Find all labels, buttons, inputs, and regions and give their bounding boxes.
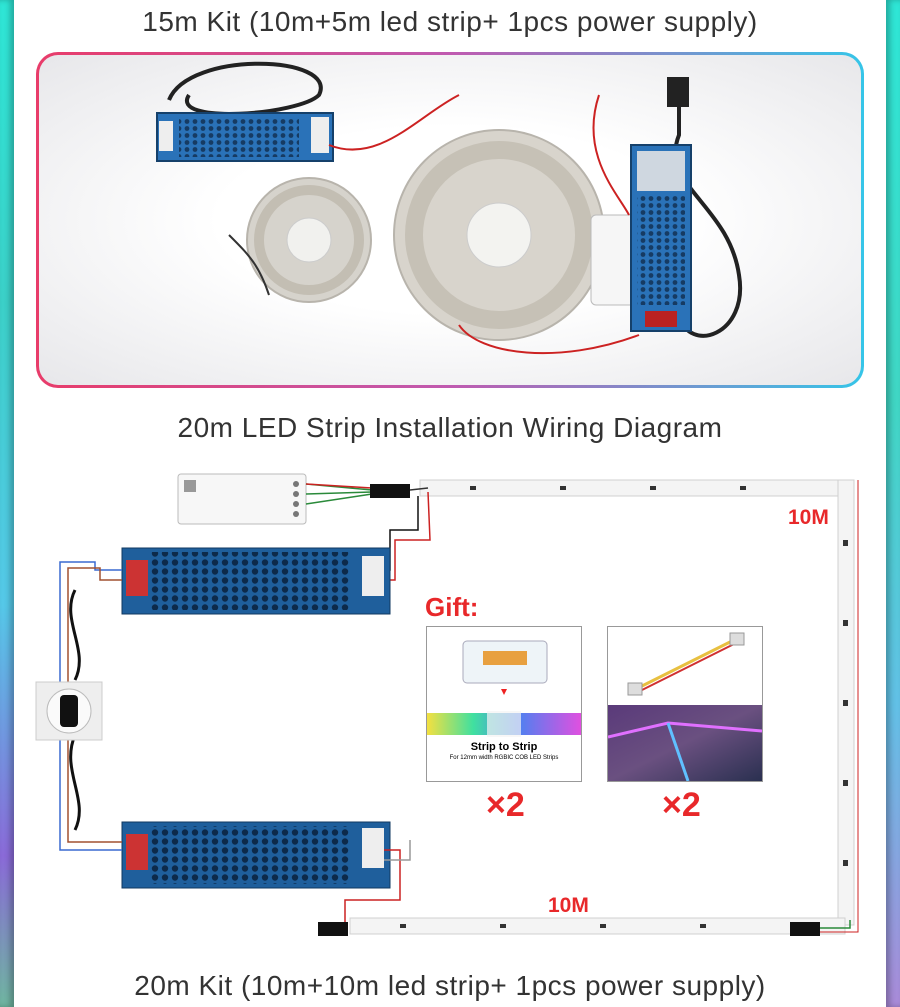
power-supply-photo-left — [156, 112, 334, 162]
left-decorative-border — [0, 0, 14, 1007]
controller — [177, 473, 307, 525]
length-label-top: 10M — [788, 506, 829, 529]
length-label-bottom: 10M — [548, 894, 589, 917]
kit-photo-frame — [36, 52, 864, 388]
power-supply-top — [121, 547, 391, 615]
gift-label: Gift: — [425, 592, 479, 622]
gift-card-extension-cable — [607, 626, 763, 782]
gift-card-strip-connector: Strip to Strip For 12mm width RGBIC COB … — [426, 626, 582, 782]
gift-quantity-2: ×2 — [662, 786, 701, 824]
gift-card-subtitle: For 12mm width RGBIC COB LED Strips — [449, 755, 559, 761]
bottom-title: 20m Kit (10m+10m led strip+ 1pcs power s… — [134, 970, 766, 1001]
wall-socket — [35, 681, 103, 741]
top-title: 15m Kit (10m+5m led strip+ 1pcs power su… — [142, 6, 758, 37]
gift-card-title: Strip to Strip — [470, 741, 538, 753]
gift-quantity-1: ×2 — [486, 786, 525, 824]
diagram-title: 20m LED Strip Installation Wiring Diagra… — [177, 412, 723, 443]
power-supply-photo-right — [630, 144, 692, 332]
power-supply-bottom — [121, 821, 391, 889]
kit-photo — [39, 55, 861, 385]
right-decorative-border — [886, 0, 900, 1007]
wiring-diagram — [35, 473, 859, 936]
